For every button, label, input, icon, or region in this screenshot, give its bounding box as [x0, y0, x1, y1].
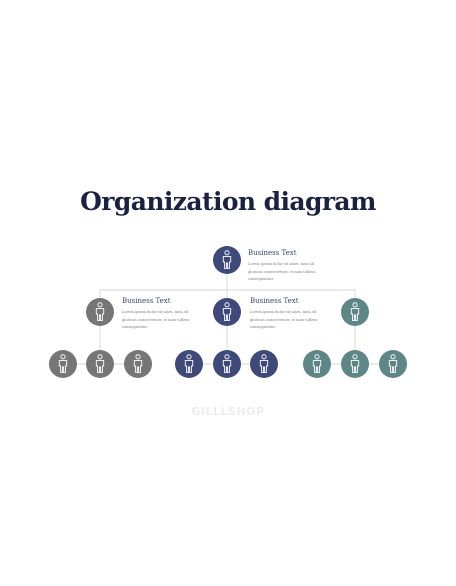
middle-child-3-node[interactable] — [250, 350, 278, 378]
middle-child-1-node[interactable] — [175, 350, 203, 378]
person-icon — [312, 354, 322, 374]
person-icon — [95, 302, 105, 322]
person-icon — [133, 354, 143, 374]
person-icon — [350, 302, 360, 322]
person-icon — [350, 354, 360, 374]
caption-body: Lorem ipsum dolor sit amet, mea ad glori… — [248, 262, 316, 281]
watermark: GILLLSHOP — [191, 405, 265, 418]
left-node[interactable] — [86, 298, 114, 326]
middle-node-caption: Business Text Lorem ipsum dolor sit amet… — [250, 297, 335, 332]
person-icon — [222, 302, 232, 322]
middle-node[interactable] — [213, 298, 241, 326]
left-child-3-node[interactable] — [124, 350, 152, 378]
person-icon — [222, 354, 232, 374]
right-child-1-node[interactable] — [303, 350, 331, 378]
left-node-caption: Business Text Lorem ipsum dolor sit amet… — [122, 297, 207, 332]
top-node[interactable] — [213, 246, 241, 274]
person-icon — [95, 354, 105, 374]
caption-heading: Business Text — [122, 297, 171, 305]
person-icon — [222, 250, 232, 270]
right-child-3-node[interactable] — [379, 350, 407, 378]
page-title: Organization diagram — [80, 187, 376, 216]
caption-heading: Business Text — [248, 249, 297, 257]
right-child-2-node[interactable] — [341, 350, 369, 378]
caption-heading: Business Text — [250, 297, 299, 305]
person-icon — [388, 354, 398, 374]
person-icon — [58, 354, 68, 374]
right-node[interactable] — [341, 298, 369, 326]
caption-body: Lorem ipsum dolor sit amet, mea ad glori… — [122, 310, 190, 329]
left-child-1-node[interactable] — [49, 350, 77, 378]
left-child-2-node[interactable] — [86, 350, 114, 378]
caption-body: Lorem ipsum dolor sit amet, mea ad glori… — [250, 310, 318, 329]
person-icon — [259, 354, 269, 374]
top-node-caption: Business Text Lorem ipsum dolor sit amet… — [248, 249, 333, 284]
middle-child-2-node[interactable] — [213, 350, 241, 378]
person-icon — [184, 354, 194, 374]
